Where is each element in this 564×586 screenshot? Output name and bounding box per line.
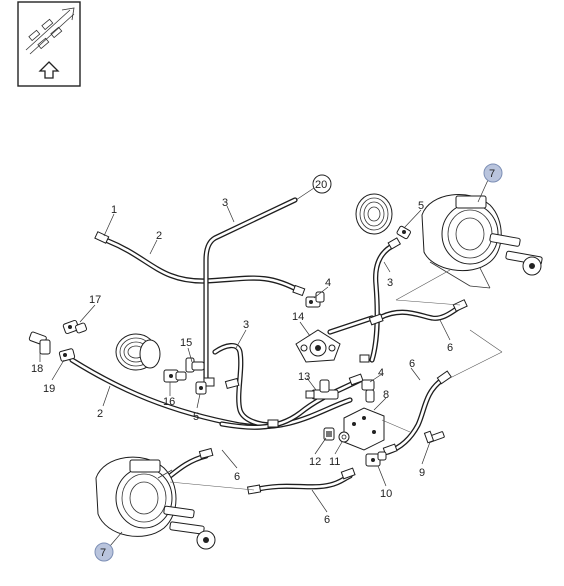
callout-3-top: 3 [222,197,228,209]
brake-chamber-7-upper [421,194,543,289]
callout-10: 10 [380,488,392,500]
hose-6-upper-right [373,305,461,323]
callout-7-lower-highlight: 7 [94,542,114,562]
callout-13: 13 [298,371,310,383]
callout-6-lower: 6 [324,514,330,526]
hose-6-right-vertical [385,377,445,455]
callout-1: 1 [111,204,117,216]
callout-5-right: 5 [418,200,424,212]
bolt-9 [423,430,445,444]
callout-labels: 1 2 2 3 3 3 4 4 5 5 6 6 6 6 8 9 10 11 12… [31,179,453,526]
callout-19: 19 [43,383,55,395]
hose-connector-center [219,315,375,430]
hose-6-lower [251,473,353,493]
callout-20: 20 [315,179,327,191]
fitting-5-right [396,225,411,240]
callout-4-upper: 4 [325,277,331,289]
callout-12: 12 [309,456,321,468]
fitting-19 [58,348,76,362]
valve-14 [295,329,341,363]
callout-3-right: 3 [387,277,393,289]
fitting-17 [62,319,88,335]
callout-6-left: 6 [234,471,240,483]
bracket-8 [343,407,385,451]
callout-5-left: 5 [193,411,199,423]
callout-6-right: 6 [409,358,415,370]
washer-12 [323,427,335,441]
callout-14: 14 [292,311,304,323]
fitting-18 [28,331,51,355]
callout-18: 18 [31,363,43,375]
hose-6-left [167,453,209,479]
dust-cap-left [115,333,161,371]
hose-3-long [203,197,298,383]
leader-lines [39,179,489,547]
front-direction-arrow-icon [17,1,81,87]
callout-3-middle: 3 [243,319,249,331]
nut-11 [338,431,350,443]
callout-7-upper: 7 [489,168,495,180]
callout-2-lower: 2 [97,408,103,420]
brake-chamber-7-lower [95,456,216,550]
callout-4-lower: 4 [378,367,384,379]
fitting-5-left [195,381,207,395]
callout-9: 9 [419,467,425,479]
dust-cap-right [355,193,393,235]
tee-fitting-13 [305,379,339,400]
elbow-fitting-4-upper [305,291,325,308]
callout-11: 11 [329,456,340,468]
callout-16: 16 [163,396,175,408]
callout-7-lower: 7 [100,547,106,559]
reference-20 [312,174,332,194]
elbow-fitting-4-lower [361,379,375,403]
hose-fittings [94,231,468,495]
hose-3-middle [212,343,275,428]
callout-8: 8 [383,389,389,401]
callout-7-upper-highlight: 7 [483,163,503,183]
fitting-16 [163,369,187,383]
callout-2-upper: 2 [156,230,162,242]
guide-lines [169,269,503,491]
callout-6-upper-right: 6 [447,342,453,354]
callout-15: 15 [180,337,192,349]
tee-fitting-10 [365,451,387,467]
hose-3-right [369,242,397,363]
callout-17: 17 [89,294,101,306]
fitting-15 [185,357,205,373]
